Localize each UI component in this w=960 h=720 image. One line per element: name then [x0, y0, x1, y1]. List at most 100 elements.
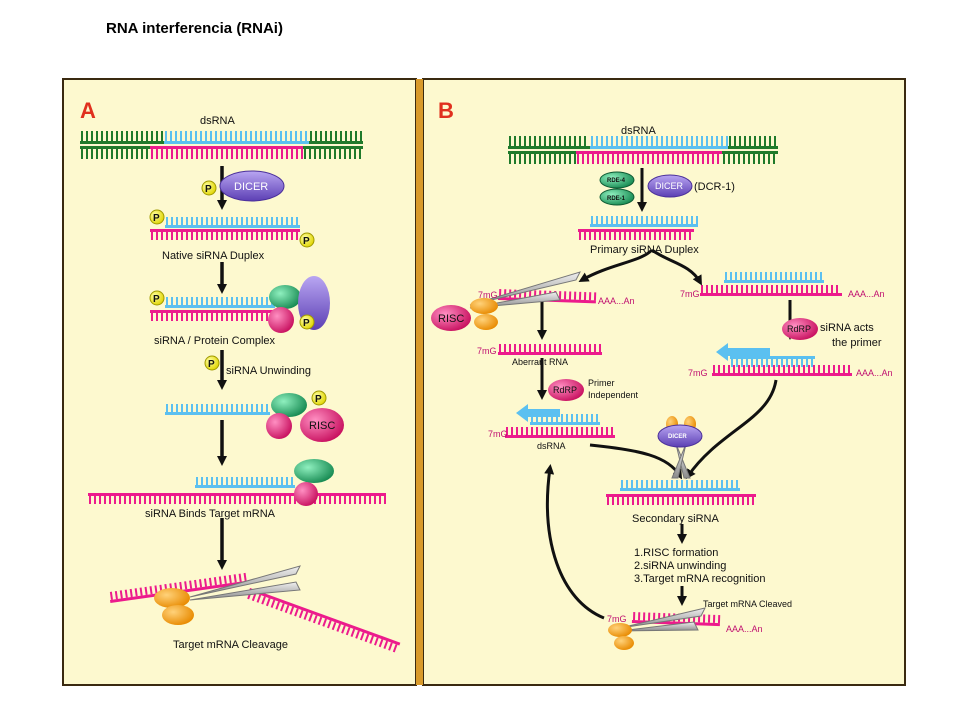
a-phosphate-label: P	[205, 184, 212, 195]
a-risc-small	[266, 413, 292, 439]
a-phosphate-complex-2	[299, 314, 315, 330]
b-primer-2: Independent	[588, 390, 639, 400]
a-dsrna-label: dsRNA	[200, 115, 236, 127]
b-cap-5: 7mG	[488, 429, 508, 439]
b-polya-2: AAA...An	[848, 289, 885, 299]
rna-strand	[80, 131, 164, 144]
panel-b-letter: B	[438, 98, 454, 123]
b-cap-6: 7mG	[607, 614, 627, 624]
rna-strand	[303, 146, 363, 159]
b-dsrna-label: dsRNA	[621, 125, 657, 137]
rna-strand	[150, 229, 300, 240]
a-green-protein-3	[294, 459, 334, 483]
b-polya-3: AAA...An	[856, 368, 893, 378]
a-phosphate-duplex-right-label: P	[303, 236, 310, 247]
a-dicer-label: DICER	[234, 181, 268, 193]
b-cap-2: 7mG	[680, 289, 700, 299]
rna-strand	[724, 272, 824, 283]
b-rde1-protein	[599, 188, 635, 206]
b-rdrp-left-label: RdRP	[553, 385, 577, 395]
rna-strand	[620, 480, 740, 491]
rna-strand	[700, 285, 842, 296]
rna-strand	[150, 146, 303, 159]
a-dicer-enzyme	[219, 170, 285, 202]
panel-a-letter: A	[80, 98, 96, 123]
b-scissors-left-icon	[469, 271, 581, 330]
a-phosphate	[201, 180, 217, 196]
rna-strand-cut	[247, 588, 401, 653]
rna-strand	[530, 414, 600, 425]
b-target-cleaved-label: Target mRNA Cleaved	[703, 599, 792, 609]
b-risc-label: RISC	[438, 313, 464, 325]
b-rdrp-left	[548, 379, 584, 401]
rna-strand	[498, 344, 602, 355]
rna-strand	[728, 136, 778, 149]
b-polya-1: AAA...An	[598, 296, 635, 306]
a-phosphate-unwind	[204, 355, 220, 371]
a-green-protein	[269, 285, 301, 309]
b-dicer-mid	[657, 424, 703, 448]
panel-divider	[416, 79, 423, 685]
a-risc-protein	[268, 307, 294, 333]
b-sirna-acts-2: the primer	[832, 337, 882, 349]
a-native-duplex-label: Native siRNA Duplex	[162, 250, 265, 262]
b-dsrna-mid-label: dsRNA	[537, 441, 566, 451]
b-dicer-label: DICER	[655, 181, 684, 191]
b-rde4-label: RDE-4	[607, 178, 626, 184]
b-rdrp-right-label: RdRP	[787, 324, 811, 334]
synthesis-arrow-icon	[516, 404, 560, 422]
a-cleavage-label: Target mRNA Cleavage	[173, 639, 288, 651]
rna-strand	[80, 146, 150, 159]
b-secondary-label: Secondary siRNA	[632, 513, 719, 525]
b-scissors-bottom-icon	[608, 607, 706, 650]
a-green-protein-2	[271, 393, 307, 417]
rna-strand	[578, 229, 694, 240]
a-phosphate-duplex-right	[299, 232, 315, 248]
b-dicer-mid-label: DICER	[668, 434, 687, 440]
rna-strand	[164, 131, 309, 144]
b-aberrant-label: Aberrant RNA	[512, 357, 568, 367]
b-step3: 3.Target mRNA recognition	[634, 573, 765, 585]
rna-strand	[165, 217, 300, 228]
rna-strand	[508, 151, 576, 164]
b-rde4-protein	[599, 171, 635, 189]
b-polya-6: AAA...An	[726, 624, 763, 634]
a-phosphate-duplex-left	[149, 209, 165, 225]
rna-strand	[722, 151, 778, 164]
rna-strand	[309, 131, 363, 144]
b-dcr1-label: (DCR-1)	[694, 181, 735, 193]
panel-b	[422, 78, 906, 686]
a-scissors-icon	[154, 565, 301, 625]
a-phosphate-risc	[311, 390, 327, 406]
rna-strand	[590, 136, 728, 149]
b-cap-3: 7mG	[688, 368, 708, 378]
rna-strand	[590, 216, 698, 227]
a-phosphate-complex	[149, 290, 165, 306]
b-rdrp-right	[782, 318, 818, 340]
rna-strand	[505, 427, 615, 438]
b-cap-4: 7mG	[477, 346, 497, 356]
rna-strand	[576, 151, 722, 164]
b-step2: 2.siRNA unwinding	[634, 560, 726, 572]
a-protein-complex-label: siRNA / Protein Complex	[154, 335, 276, 347]
a-risc-complex	[300, 408, 344, 442]
a-risc-label: RISC	[309, 420, 335, 432]
b-primary-duplex-label: Primary siRNA Duplex	[590, 244, 699, 256]
rna-strand	[606, 494, 756, 505]
b-dicer-enzyme	[647, 174, 693, 198]
b-primer-1: Primer	[588, 378, 615, 388]
b-step1: 1.RISC formation	[634, 547, 718, 559]
a-unwinding-label: siRNA Unwinding	[226, 365, 311, 377]
a-phosphate-complex-label: P	[153, 294, 160, 305]
b-risc-protein	[431, 305, 471, 331]
b-sirna-acts-1: siRNA acts	[820, 322, 874, 334]
rna-strand	[730, 356, 815, 367]
b-rde1-label: RDE-1	[607, 196, 626, 202]
synthesis-arrow-icon	[716, 343, 770, 361]
b-cap-1: 7mG	[478, 290, 498, 300]
rna-strand	[508, 136, 590, 149]
a-phosphate-complex-2-label: P	[303, 318, 310, 329]
a-binds-target-label: siRNA Binds Target mRNA	[145, 508, 276, 520]
rna-strand	[712, 365, 852, 376]
